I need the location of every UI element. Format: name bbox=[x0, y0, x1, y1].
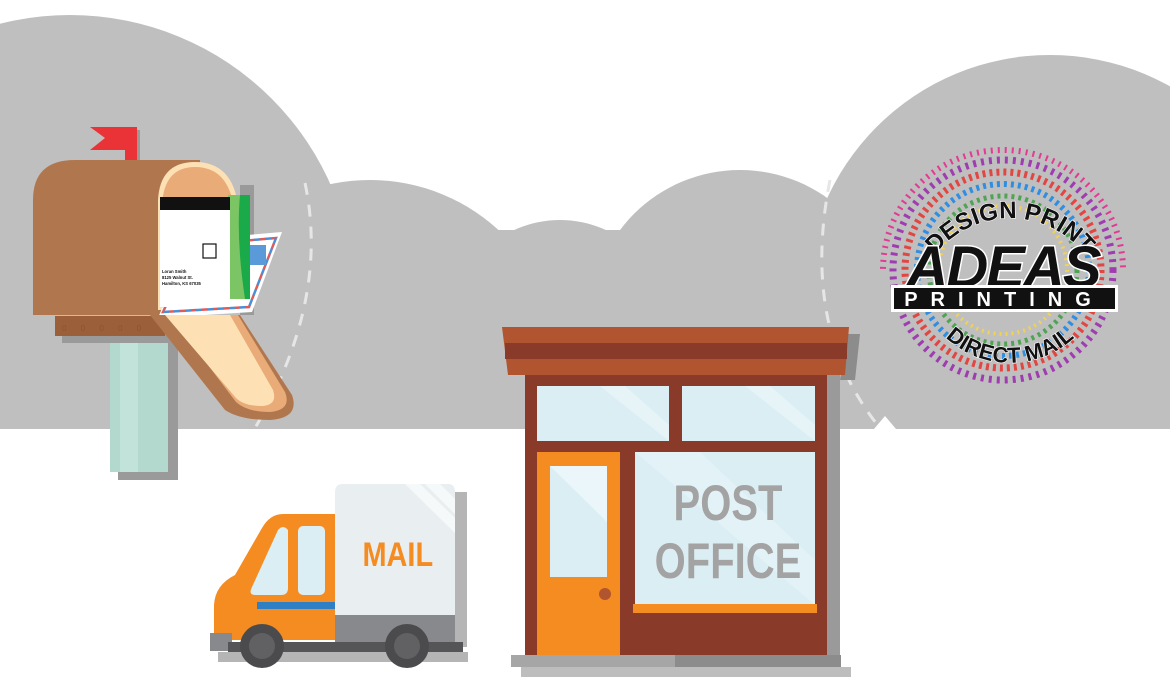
addressed-envelope bbox=[160, 197, 230, 307]
truck-windshield bbox=[250, 527, 288, 595]
logo-printing-bar bbox=[894, 288, 1115, 309]
truck-stripe bbox=[257, 602, 335, 609]
logo-sub-brand: PRINTING bbox=[904, 289, 1104, 311]
truck-side-window bbox=[298, 526, 325, 595]
recipient-name: Loran Smith bbox=[162, 269, 187, 274]
mailbox-base bbox=[55, 316, 165, 336]
sign-office: OFFICE bbox=[655, 533, 802, 589]
envelope-stack: Loran Smith 8125 Walnut St. Hamilton, KS… bbox=[158, 195, 282, 318]
mail-truck: MAIL bbox=[210, 484, 468, 668]
mailbox-post bbox=[110, 332, 168, 472]
mailbox: 0 0 0 0 0 Loran Smith 8125 Walnut St. bbox=[33, 127, 294, 480]
stamp-icon bbox=[202, 243, 217, 259]
truck-cargo-box bbox=[335, 484, 455, 615]
sign-post: POST bbox=[674, 475, 783, 531]
mailbox-bolts: 0 0 0 0 0 bbox=[62, 324, 147, 333]
post-office: POST OFFICE bbox=[502, 327, 860, 677]
window-sill bbox=[633, 604, 817, 613]
truck-label: MAIL bbox=[362, 535, 433, 574]
door-knob bbox=[599, 588, 611, 600]
recipient-city: Hamilton, KS 67035 bbox=[162, 281, 202, 286]
flag-icon bbox=[90, 127, 137, 160]
recipient-street: 8125 Walnut St. bbox=[162, 275, 193, 280]
